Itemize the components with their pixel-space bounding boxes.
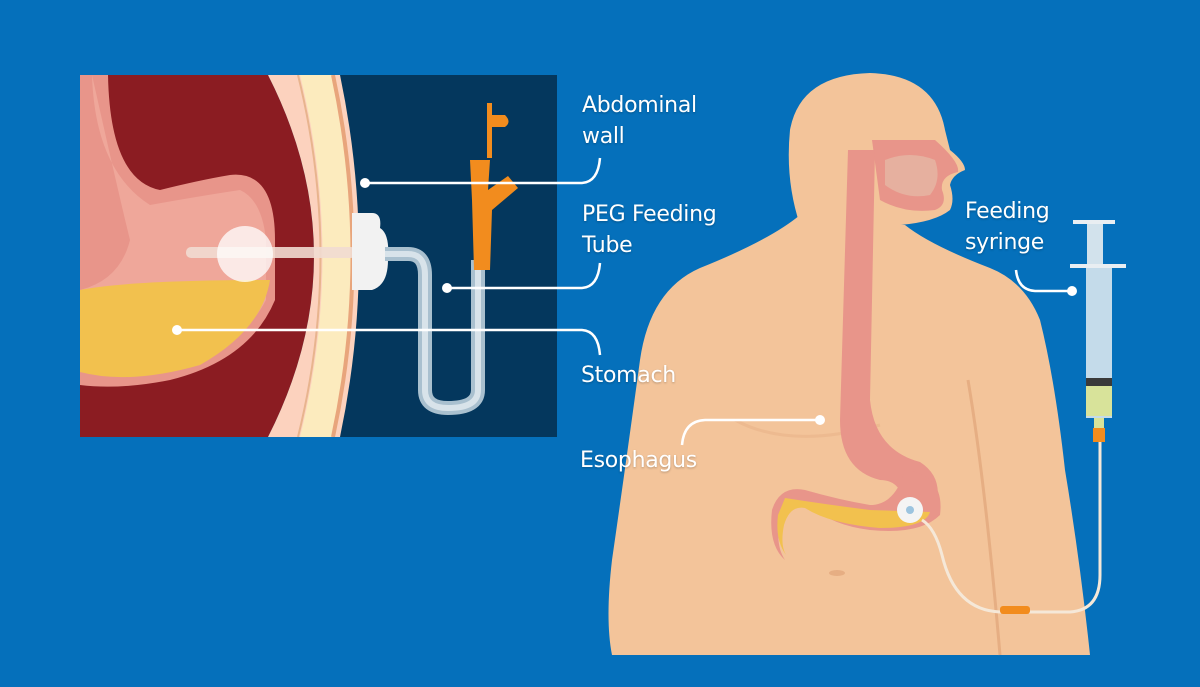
torso-figure: [608, 73, 1102, 656]
tube-clamp: [1000, 606, 1030, 614]
external-bumper: [352, 213, 389, 290]
internal-bumper: [217, 226, 273, 282]
navel: [829, 570, 845, 576]
label-peg-tube: PEG Feeding Tube: [582, 199, 717, 261]
leader-peg-tube: [447, 262, 602, 290]
leader-syringe: [1014, 269, 1072, 293]
feeding-syringe: [1070, 220, 1126, 442]
label-line: PEG Feeding: [582, 202, 717, 227]
leader-esophagus: [680, 418, 820, 446]
leader-dots: [172, 178, 1077, 425]
leader-stomach: [177, 328, 602, 356]
label-syringe: Feeding syringe: [965, 196, 1050, 258]
y-port-connector: [470, 103, 518, 270]
label-stomach: Stomach: [581, 363, 676, 388]
label-line: wall: [582, 124, 625, 149]
label-line: Tube: [582, 233, 633, 258]
label-esophagus: Esophagus: [580, 448, 697, 473]
syringe-contents: [1086, 386, 1112, 416]
leader-lines: [177, 157, 1072, 446]
label-line: syringe: [965, 230, 1044, 255]
label-line: Abdominal: [582, 93, 697, 118]
esophagus: [840, 150, 938, 515]
leader-abdominal-wall: [365, 157, 602, 185]
stomach-contents: [777, 498, 930, 555]
extension-tube: [921, 440, 1102, 614]
label-abdominal-wall: Abdominal wall: [582, 90, 697, 152]
syringe-connector: [1093, 428, 1105, 442]
label-line: Feeding: [965, 199, 1050, 224]
inset-cross-section: [80, 75, 557, 437]
